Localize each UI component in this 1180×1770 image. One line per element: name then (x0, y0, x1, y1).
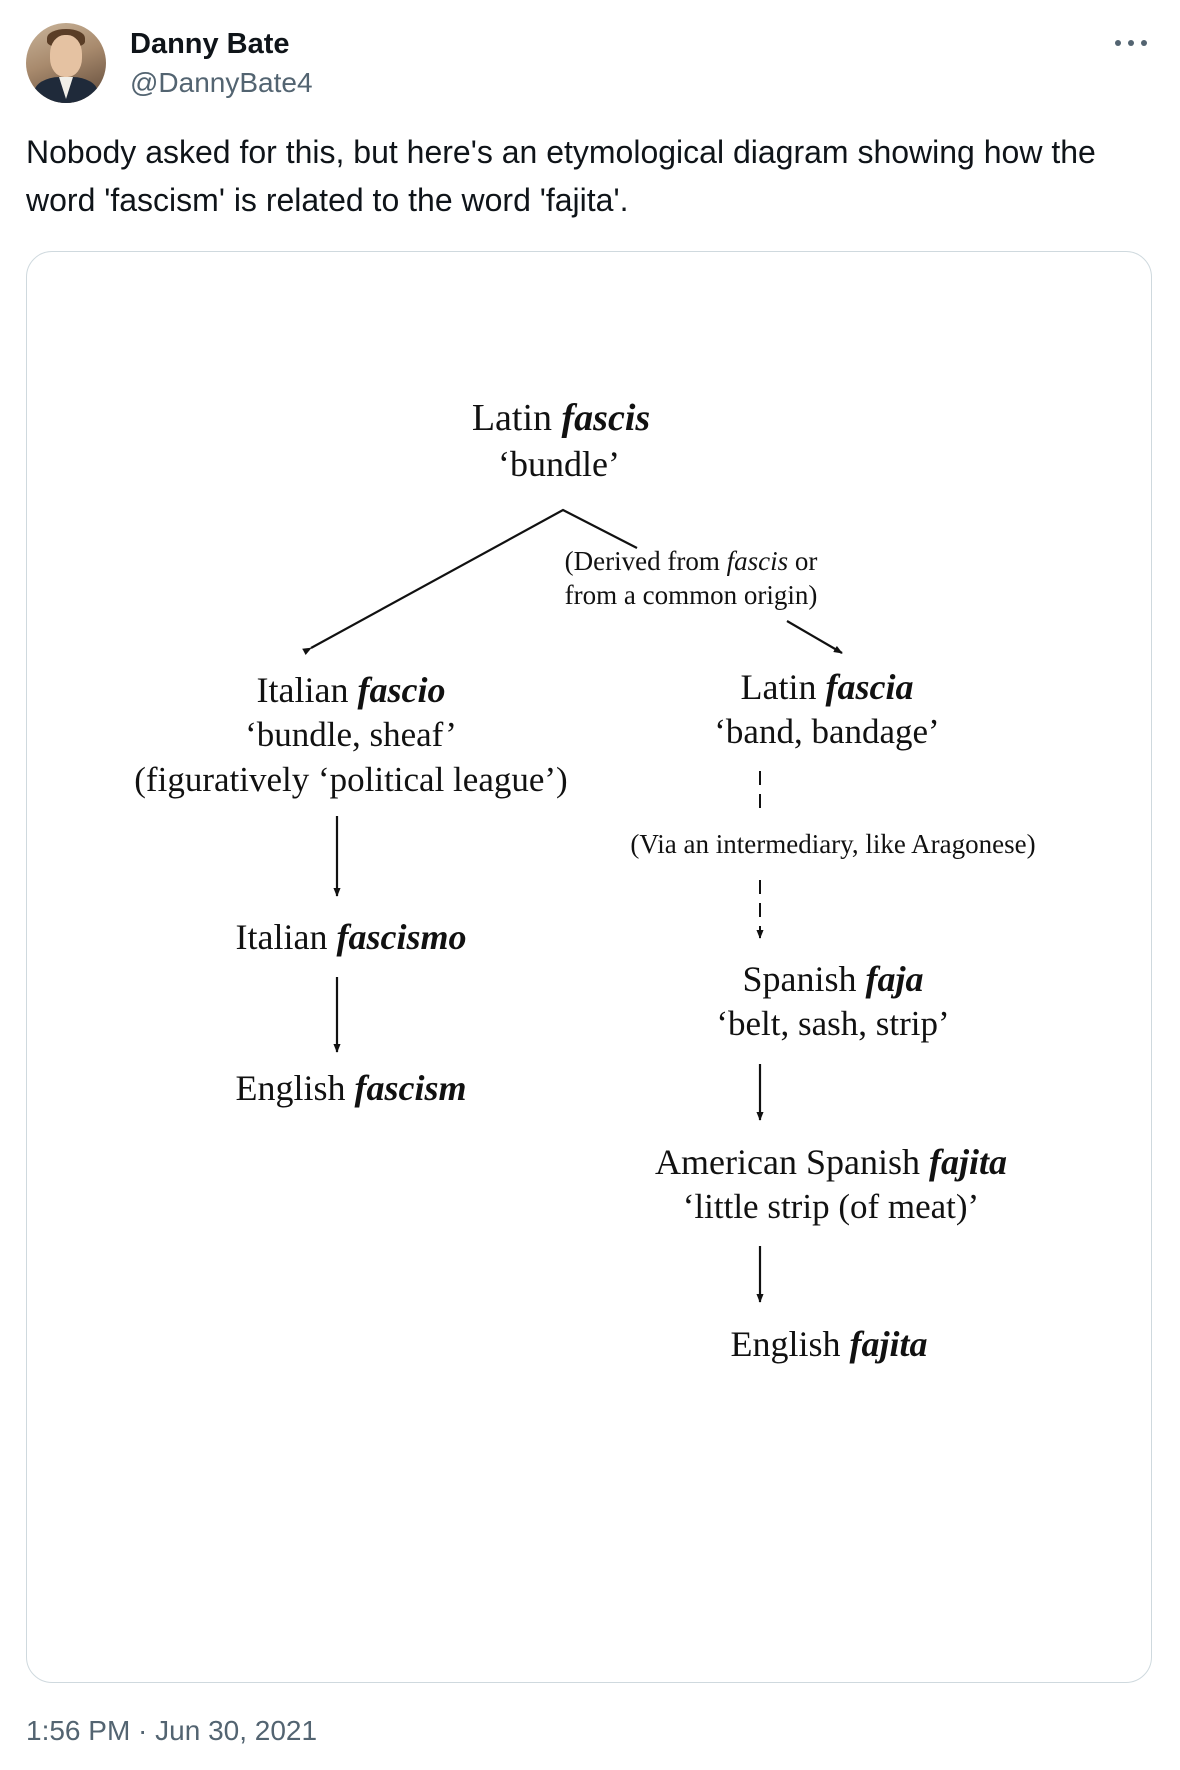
more-options-icon (1115, 40, 1121, 46)
branch-lines (302, 508, 638, 656)
via-note: (Via an intermediary, like Aragonese) (630, 829, 1035, 859)
more-options-icon-dot (1141, 40, 1147, 46)
node-latin-fascia: Latin fascia (741, 667, 914, 707)
node-english-fajita: English fajita (730, 1324, 927, 1364)
tweet-timestamp[interactable]: 1:56 PM · Jun 30, 2021 (26, 1715, 318, 1746)
gloss-bundle: ‘bundle’ (498, 444, 620, 484)
avatar[interactable] (26, 23, 106, 103)
gloss-bundle-sheaf: ‘bundle, sheaf’ (245, 715, 457, 754)
author-name[interactable]: Danny Bate (130, 28, 290, 60)
author-handle[interactable]: @DannyBate4 (130, 67, 313, 98)
arrow-to-latin-fascia (786, 620, 843, 654)
derived-note: (Derived from fascis or (565, 546, 818, 576)
node-american-spanish-fajita: American Spanish fajita (655, 1142, 1007, 1182)
node-italian-fascismo: Italian fascismo (236, 917, 467, 957)
node-english-fascism: English fascism (235, 1068, 466, 1108)
note-political-league: (figuratively ‘political league’) (134, 760, 567, 799)
gloss-band-bandage: ‘band, bandage’ (714, 712, 939, 751)
etymology-diagram: Latin fascis ‘bundle’ (Derived from fasc… (134, 397, 1035, 1364)
node-latin-fascis: Latin fascis (472, 397, 650, 439)
avatar-face (50, 35, 82, 77)
tweet-text: Nobody asked for this, but here's an ety… (26, 134, 1105, 218)
gloss-belt-sash-strip: ‘belt, sash, strip’ (716, 1004, 949, 1043)
derived-note-line2: from a common origin) (565, 580, 818, 610)
more-options-button[interactable] (1108, 24, 1154, 60)
node-italian-fascio: Italian fascio (257, 670, 446, 710)
gloss-little-strip: ‘little strip (of meat)’ (683, 1187, 979, 1226)
more-options-icon-dot (1128, 40, 1134, 46)
node-spanish-faja: Spanish faja (742, 959, 923, 999)
tweet-image-card[interactable]: Latin fascis ‘bundle’ (Derived from fasc… (26, 251, 1152, 1683)
